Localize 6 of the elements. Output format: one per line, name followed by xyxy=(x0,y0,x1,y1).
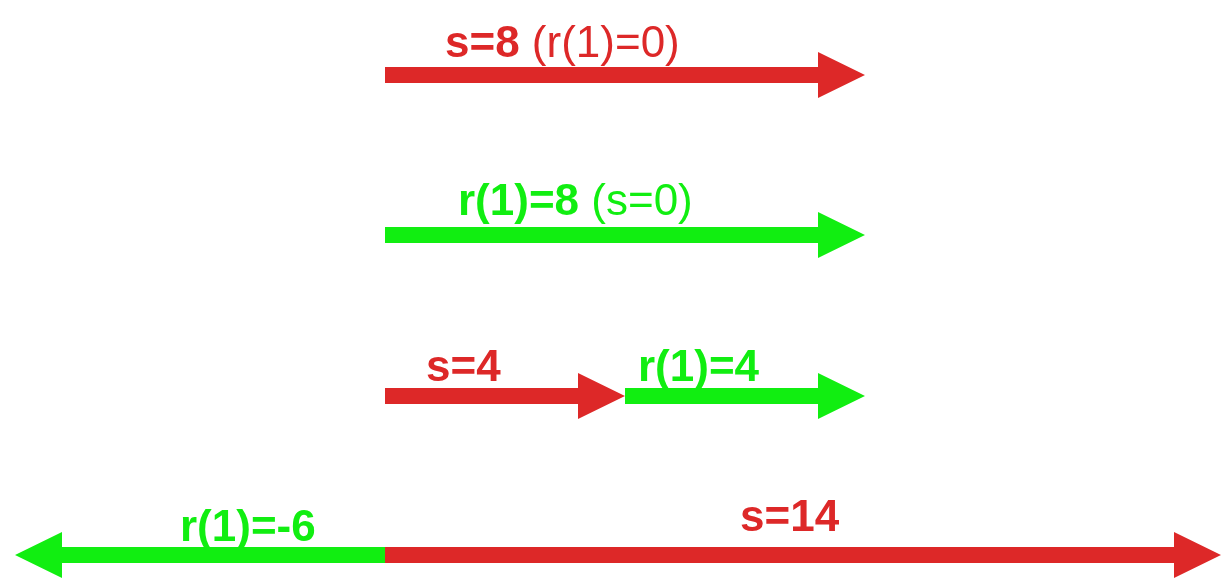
vector-label: r(1)=-6 xyxy=(180,504,316,548)
vector-label: s=8 (r(1)=0) xyxy=(445,20,680,64)
vector-label: r(1)=4 xyxy=(638,344,760,388)
vector-label: r(1)=8 (s=0) xyxy=(458,178,693,222)
vector-label: s=4 xyxy=(426,344,501,388)
vector-label: s=14 xyxy=(740,494,840,538)
